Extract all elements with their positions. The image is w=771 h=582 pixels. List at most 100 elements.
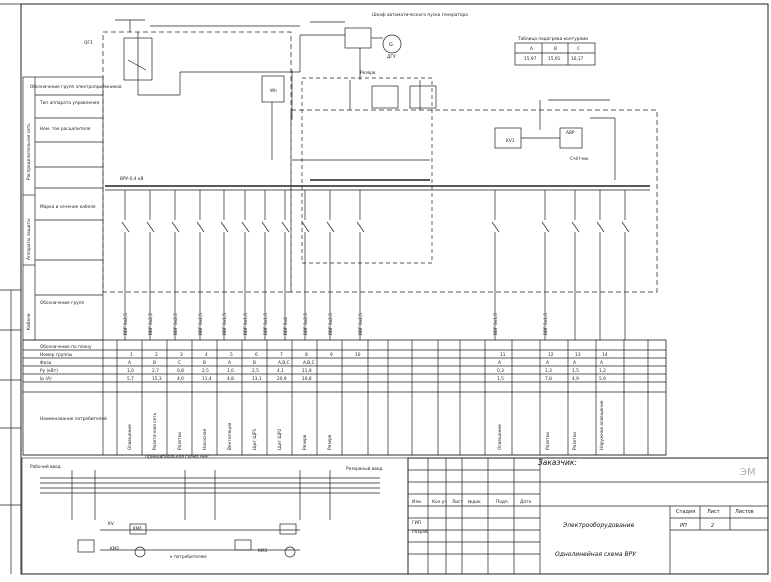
feeder-num-4: 5	[230, 352, 233, 358]
feeder-current-10: 1,5	[497, 376, 504, 382]
feeder-phase-6: A,B,C	[278, 360, 290, 366]
feeder-power-5: 2,5	[252, 368, 259, 374]
side-label-1: Аппараты защиты	[26, 218, 32, 260]
left-head-0: Обозначение групп электроприёмников	[30, 84, 122, 90]
feeder-power-13: 1,2	[599, 368, 606, 374]
feeder-num-0: 1	[130, 352, 133, 358]
legend-head-b: B	[554, 46, 557, 52]
feeder-breaker-11	[491, 221, 500, 340]
stamp-corner: ЭМ	[740, 467, 756, 478]
rev-head-1: Кол.уч	[432, 499, 447, 505]
counter-symbol: Wh	[270, 88, 277, 94]
avr-lamp-2	[284, 546, 296, 558]
meter-box	[344, 27, 372, 49]
feeder-num-1: 2	[155, 352, 158, 358]
feeder-breaker-7	[281, 221, 290, 340]
feeder-consumer-6: Щит ЩР2	[277, 428, 283, 450]
feeder-consumer-7: Резерв	[302, 434, 308, 450]
feeder-phase-4: A	[228, 360, 231, 366]
left-head-3: Марка и сечение кабеля	[40, 204, 96, 210]
gen-symbol: G	[389, 42, 393, 48]
feeder-consumer-4: Вентиляция	[227, 422, 233, 450]
feeder-label-1: ВВГ 3х2,5	[148, 313, 154, 335]
feeder-phase-3: B	[203, 360, 206, 366]
feeder-breaker-4	[220, 221, 229, 340]
feeder-num-10: 11	[500, 352, 506, 358]
feeder-consumer-1: Розеточная сеть	[152, 412, 158, 450]
feeder-table	[22, 339, 667, 456]
feeder-row-head-5: Наименование потребителей	[40, 415, 107, 422]
legend-head-c: C	[577, 46, 580, 52]
rev-head-3: №док.	[468, 499, 482, 505]
reserve-label: Резерв	[360, 70, 376, 76]
meter-box-label: Шкаф автоматического пуска генератора	[372, 12, 468, 18]
avr-coil-3	[279, 523, 297, 535]
feeder-current-3: 11,4	[202, 376, 212, 382]
feeder-label-12: ВВГ 5х1,5	[543, 313, 549, 335]
feeder-phase-13: A	[600, 360, 603, 366]
avr-lamp-1	[134, 546, 146, 558]
feeder-label-11: ВВГ 3х1,5	[493, 313, 499, 335]
left-head-2: Ном. ток расцепителя	[40, 126, 91, 132]
feeder-label-2: ВВГ 3х2,5	[173, 313, 179, 335]
feeder-consumer-5: Щит ЩР1	[252, 428, 258, 450]
feeder-row-head-4: Iр (А)	[40, 376, 52, 382]
feeder-breaker-3	[196, 221, 205, 340]
feeder-current-12: 4,9	[572, 376, 579, 382]
panel-boundary-right	[290, 109, 658, 293]
feeder-power-7: 11,9	[302, 368, 312, 374]
customer-label: Заказчик:	[538, 458, 577, 467]
feeder-phase-5: B	[253, 360, 256, 366]
feeder-label-7: ВВГ 5х4	[283, 317, 289, 335]
legend-title: Таблица подогрева контурами	[517, 36, 588, 42]
stage-value: РП	[680, 523, 687, 529]
feeder-current-1: 15,3	[152, 376, 162, 382]
feeder-power-10: 0,3	[497, 368, 504, 374]
counter-label: Счётчик	[570, 156, 589, 162]
sheet-frame	[20, 3, 769, 575]
feeder-num-12: 13	[575, 352, 581, 358]
feeder-num-13: 14	[602, 352, 608, 358]
contactor-km2	[409, 85, 437, 109]
feeder-phase-11: A	[546, 360, 549, 366]
rev-head-4: Подп.	[496, 499, 509, 505]
legend-head-a: A	[530, 46, 533, 52]
role-dev: Разраб.	[412, 529, 429, 535]
feeder-current-0: 5,7	[127, 376, 134, 382]
feeder-num-5: 6	[255, 352, 258, 358]
feeder-phase-10: A	[498, 360, 501, 366]
side-label-0: Распределительная сеть	[26, 123, 32, 180]
feeder-current-13: 5,9	[599, 376, 606, 382]
feeder-consumer-0: Освещение	[127, 424, 133, 450]
feeder-label-9: ВВГ 3х2,5	[328, 313, 334, 335]
bus-label: ВРУ-0,4 кВ	[120, 176, 144, 182]
avr-coil-1	[129, 523, 147, 535]
feeder-label-0: ВВГ 3х2,5	[123, 313, 129, 335]
feeder-breaker-15	[621, 221, 630, 340]
feeder-breaker-10	[356, 221, 365, 340]
feeder-current-2: 4,0	[177, 376, 184, 382]
sheets-head: Листов	[735, 509, 754, 515]
feeder-breaker-5	[241, 221, 250, 340]
contactor-km1	[371, 85, 399, 109]
meter-compartment	[301, 77, 433, 264]
legend-box	[514, 42, 596, 66]
feeder-row-head-0: Обозначение по плану	[40, 344, 92, 350]
legend-val-b: 15,91	[548, 56, 561, 62]
feeder-row-head-1: Номер группы	[40, 352, 73, 358]
feeder-phase-2: C	[178, 360, 181, 366]
feeder-power-4: 1,0	[227, 368, 234, 374]
feeder-breaker-2	[171, 221, 180, 340]
feeder-breaker-1	[146, 221, 155, 340]
feeder-num-11: 12	[548, 352, 554, 358]
feeder-num-6: 7	[280, 352, 283, 358]
feeder-breaker-13	[571, 221, 580, 340]
stage-head: Стадия	[676, 509, 695, 515]
feeder-row-head-3: Ру (кВт)	[40, 368, 58, 374]
kv-label: KV	[108, 521, 114, 527]
feeder-label-3: ВВГ 3х2,5	[198, 313, 204, 335]
feeder-current-6: 20,9	[277, 376, 287, 382]
feeder-num-2: 3	[180, 352, 183, 358]
rev-head-5: Дата	[520, 499, 531, 505]
